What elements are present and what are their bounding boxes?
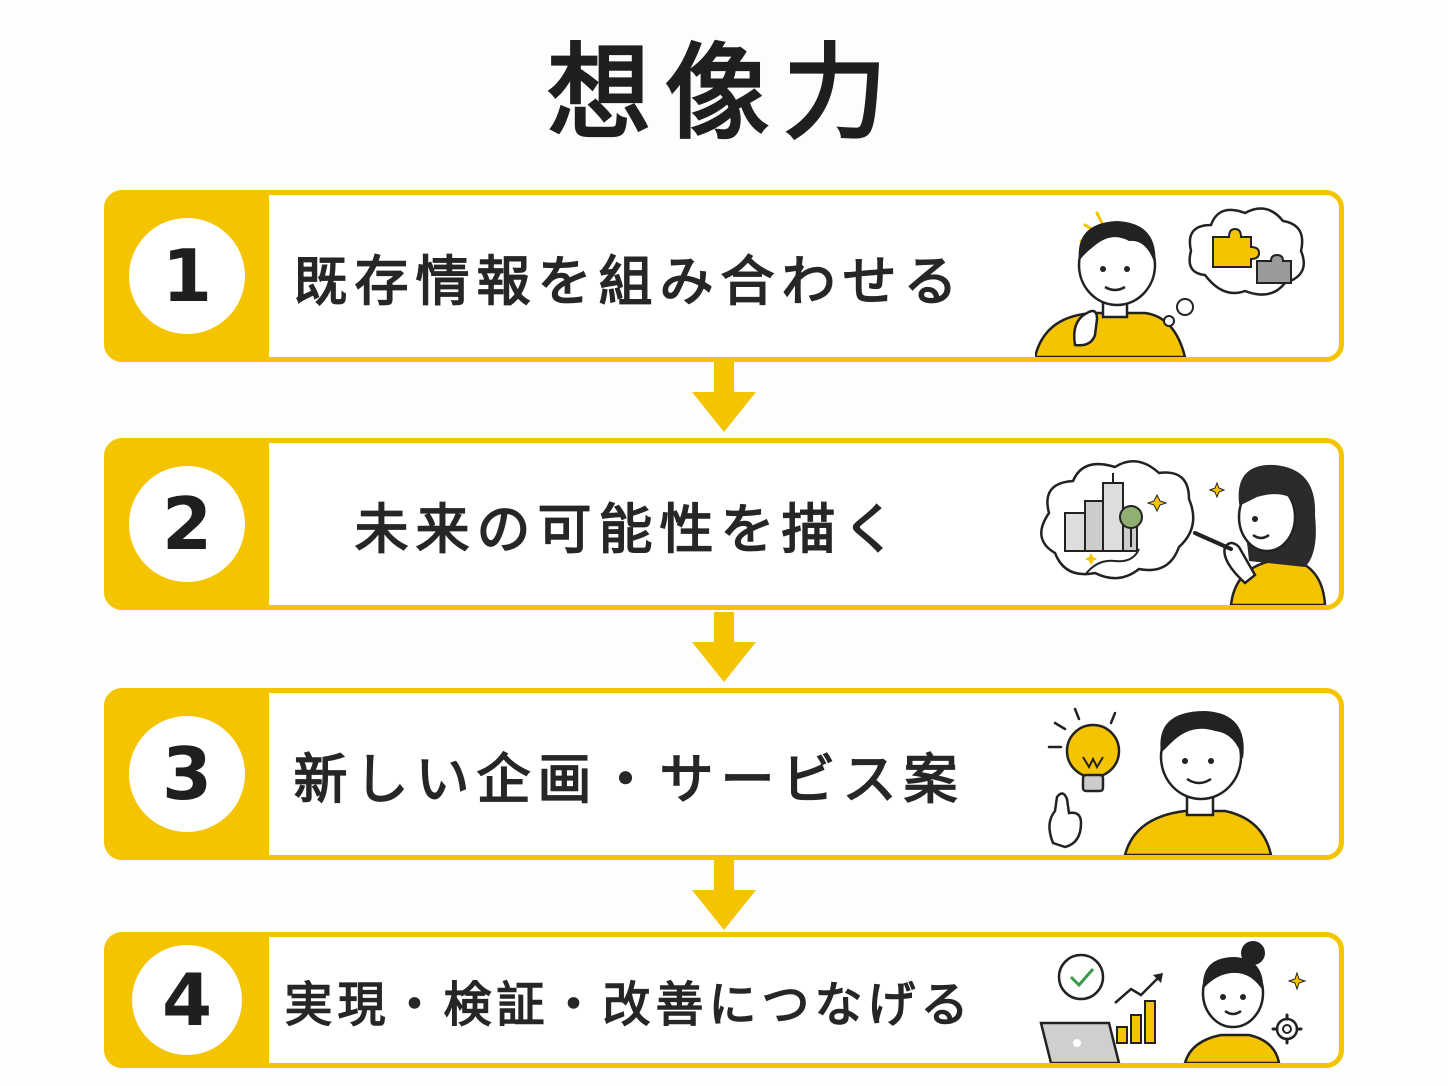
step-label: 既存情報を組み合わせる: [293, 249, 965, 313]
down-arrow-icon: [692, 362, 756, 432]
down-arrow-icon: [692, 612, 756, 682]
step-number: 2: [161, 482, 213, 566]
step-number-badge: 1: [129, 218, 245, 334]
step-number-badge: 4: [132, 945, 242, 1055]
step-card-1: 1 既存情報を組み合わせる: [104, 190, 1344, 362]
step-label: 実現・検証・改善につなげる: [284, 977, 974, 1033]
drawing-future-city-icon: [1040, 460, 1327, 605]
step-number: 3: [161, 732, 213, 816]
step-label: 未来の可能性を描く: [354, 497, 904, 561]
step-card-3: 3 新しい企画・サービス案: [104, 688, 1344, 860]
down-arrow-icon: [692, 860, 756, 930]
step-number: 1: [161, 234, 213, 318]
step-number: 4: [161, 958, 213, 1042]
step-number-badge: 2: [129, 466, 245, 582]
step-number-badge: 3: [129, 716, 245, 832]
lightbulb-idea-person-icon: [1047, 707, 1273, 855]
step-card-4: 4 実現・検証・改善につなげる: [104, 932, 1344, 1068]
laptop-growth-chart-icon: [1039, 941, 1307, 1063]
step-label: 新しい企画・サービス案: [293, 747, 965, 811]
thinking-person-puzzle-icon: [1035, 207, 1305, 357]
step-card-2: 2 未来の可能性を描く: [104, 438, 1344, 610]
page-title: 想像力: [546, 32, 901, 154]
